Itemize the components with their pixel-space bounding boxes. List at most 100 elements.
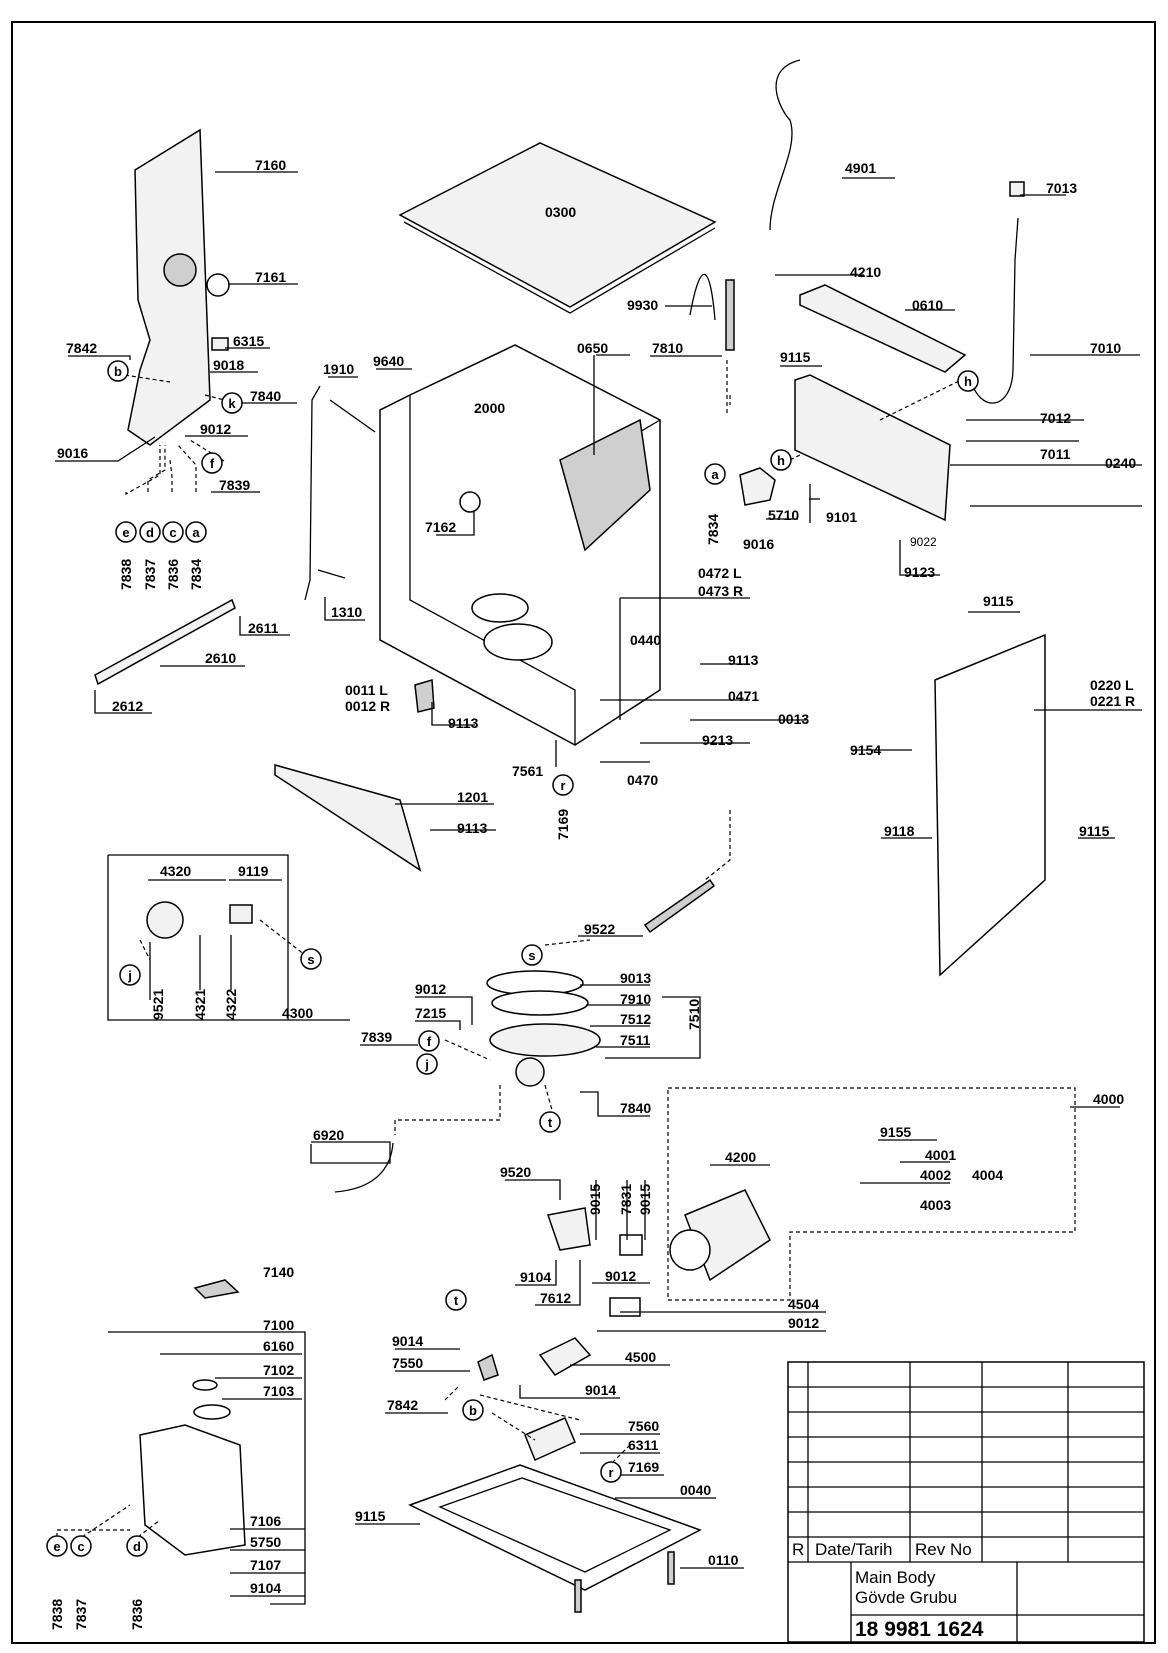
callout-4210: 4210 — [850, 264, 881, 280]
rail-2610 — [94, 598, 236, 686]
connector-b: b — [107, 360, 129, 382]
callout-0473R: 0473 R — [698, 583, 743, 599]
connector-r-bottom: r — [600, 1461, 622, 1483]
callout-7838-top: 7838 — [118, 559, 134, 590]
connector-t-sump: t — [539, 1111, 561, 1133]
drawing-name-tr: Gövde Grubu — [855, 1588, 957, 1607]
callout-1910: 1910 — [323, 361, 354, 377]
leader-lines — [55, 171, 1142, 1605]
pump-4322 — [229, 904, 253, 924]
callout-7100: 7100 — [263, 1317, 294, 1333]
connector-j-left: j — [119, 964, 141, 986]
svg-text:r: r — [560, 778, 565, 793]
callout-4504: 4504 — [788, 1296, 819, 1312]
callout-7012: 7012 — [1040, 410, 1071, 426]
callout-9119: 9119 — [238, 863, 269, 879]
power-cable-4901 — [769, 59, 801, 231]
callout-9104-mid: 9104 — [520, 1269, 551, 1285]
drawing-border — [11, 21, 1156, 1644]
callout-1201: 1201 — [457, 789, 488, 805]
callout-0472L: 0472 L — [698, 565, 742, 581]
part-illustrations — [94, 59, 1076, 1613]
callout-0011L: 0011 L — [345, 682, 388, 698]
ring-7103 — [193, 1404, 231, 1420]
svg-text:e: e — [53, 1539, 60, 1554]
pump-4320 — [146, 901, 184, 939]
svg-text:j: j — [424, 1057, 429, 1072]
callout-9521: 9521 — [150, 989, 166, 1020]
callout-7010: 7010 — [1090, 340, 1121, 356]
callout-9018: 9018 — [213, 357, 244, 373]
callout-7831: 7831 — [618, 1184, 634, 1215]
callout-4001: 4001 — [925, 1147, 956, 1163]
callout-0110: 0110 — [708, 1552, 739, 1568]
plinth-bar-1201 — [274, 764, 422, 872]
connector-f-sump: f — [418, 1030, 440, 1052]
callout-9115-side: 9115 — [1079, 823, 1110, 839]
drawing-code: 18 9981 1624 — [855, 1618, 984, 1641]
rod-1910 — [304, 385, 321, 601]
svg-text:f: f — [210, 456, 215, 471]
connector-s-hose: s — [521, 944, 543, 966]
svg-text:c: c — [77, 1539, 84, 1554]
svg-text:k: k — [228, 396, 236, 411]
callout-2611: 2611 — [248, 620, 279, 636]
callout-2610: 2610 — [205, 650, 236, 666]
callout-9016-right: 9016 — [743, 536, 774, 552]
callout-0220L: 0220 L — [1090, 677, 1134, 693]
callout-9015-b: 9015 — [637, 1184, 653, 1215]
cap-7102 — [192, 1379, 218, 1391]
callout-7162: 7162 — [425, 519, 456, 535]
elbow-7550 — [477, 1353, 499, 1381]
callout-7512: 7512 — [620, 1011, 651, 1027]
callout-7842-bottom: 7842 — [387, 1397, 418, 1413]
callout-9115-panel: 9115 — [983, 593, 1014, 609]
callout-9104-low: 9104 — [250, 1580, 281, 1596]
connector-s-left: s — [300, 948, 322, 970]
callout-7215: 7215 — [415, 1005, 446, 1021]
svg-text:a: a — [711, 467, 719, 482]
callout-labels: 7160 7161 6315 7842 9018 7840 9012 9016 … — [49, 157, 1136, 1630]
tub-filter-hole — [483, 623, 553, 661]
callout-4004: 4004 — [972, 1167, 1003, 1183]
svg-text:b: b — [114, 364, 122, 379]
callout-7839-sump: 7839 — [361, 1029, 392, 1045]
callout-4322: 4322 — [223, 989, 239, 1020]
callout-5750: 5750 — [250, 1534, 281, 1550]
connector-t: t — [445, 1289, 467, 1311]
callout-9016: 9016 — [57, 445, 88, 461]
pump-4500 — [538, 1337, 592, 1376]
callout-4000: 4000 — [1093, 1091, 1124, 1107]
callout-0650: 0650 — [577, 340, 608, 356]
svg-text:h: h — [964, 374, 972, 389]
panel-port — [163, 253, 197, 287]
svg-text:s: s — [528, 948, 535, 963]
motor-impeller — [669, 1229, 711, 1271]
clamp-9930 — [689, 273, 716, 321]
connector-k: k — [221, 392, 243, 414]
callout-9930: 9930 — [627, 297, 658, 313]
hose-9522 — [643, 878, 716, 934]
callout-7910: 7910 — [620, 991, 651, 1007]
svg-text:t: t — [454, 1293, 459, 1308]
callout-4901: 4901 — [845, 160, 876, 176]
callout-9118: 9118 — [884, 823, 915, 839]
callout-7834-right: 7834 — [705, 514, 721, 545]
callout-9014-left: 9014 — [392, 1333, 423, 1349]
callout-7810: 7810 — [652, 340, 683, 356]
callout-4002: 4002 — [920, 1167, 951, 1183]
bracket-0011 — [414, 679, 435, 713]
callout-9012-low: 9012 — [788, 1315, 819, 1331]
top-cover-edge — [403, 221, 716, 314]
connector-e: e — [115, 521, 137, 543]
callout-0221R: 0221 R — [1090, 693, 1135, 709]
callout-0300: 0300 — [545, 204, 576, 220]
callout-7160: 7160 — [255, 157, 286, 173]
channel-0610 — [799, 284, 967, 373]
sensor-cable-6920 — [334, 1142, 394, 1193]
svg-text:d: d — [146, 525, 154, 540]
callout-4003: 4003 — [920, 1197, 951, 1213]
base-tray-inner — [438, 1477, 672, 1573]
o-ring-7161 — [206, 273, 230, 297]
connector-h: h — [770, 449, 792, 471]
